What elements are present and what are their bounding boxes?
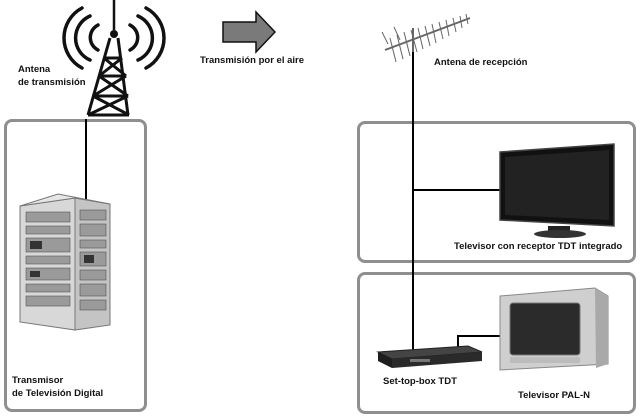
yagi-antenna-icon bbox=[381, 13, 471, 63]
right-arrow-icon bbox=[222, 10, 277, 54]
settop-label: Set-top-box TDT bbox=[383, 376, 457, 387]
tx-antenna-label-line2: de transmisión bbox=[18, 77, 86, 88]
tv-paln-label: Televisor PAL-N bbox=[518, 390, 590, 401]
tx-antenna-label: Antena de transmisión bbox=[18, 63, 86, 89]
transmitter-label-line1: Transmisor bbox=[12, 375, 64, 386]
flat-screen-tv-icon bbox=[499, 143, 615, 238]
transmission-tower-icon bbox=[62, 0, 166, 117]
crt-tv-icon bbox=[499, 287, 609, 371]
transmitter-label: Transmisor de Televisión Digital bbox=[12, 374, 103, 400]
equipment-rack-icon bbox=[19, 193, 111, 331]
transmission-label: Transmisión por el aire bbox=[200, 55, 305, 66]
set-top-box-icon bbox=[376, 345, 483, 368]
rx-antenna-label: Antena de recepción bbox=[434, 57, 528, 68]
tv-integrated-label: Televisor con receptor TDT integrado bbox=[454, 241, 623, 252]
tx-antenna-label-line1: Antena bbox=[18, 64, 51, 75]
transmitter-label-line2: de Televisión Digital bbox=[12, 388, 104, 399]
